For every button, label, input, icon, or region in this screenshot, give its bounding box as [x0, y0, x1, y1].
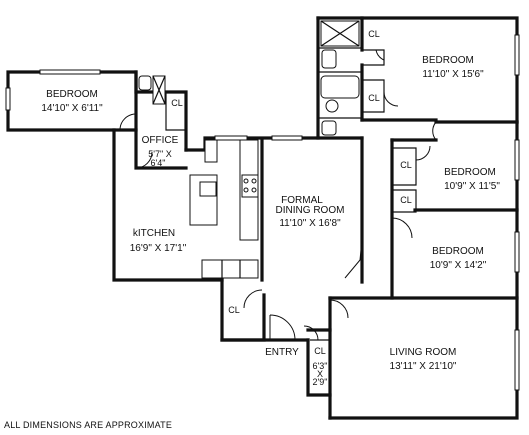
closet-label: CL: [228, 305, 240, 315]
room-name: ENTRY: [265, 347, 299, 358]
room-size: 11'10" X 16'8": [279, 218, 341, 229]
partitions: [135, 47, 417, 341]
room-size: 5'7" X: [148, 149, 171, 159]
room-size: X: [317, 369, 323, 379]
walls: [6, 16, 519, 420]
room-size: 13'11" X 21'10": [390, 361, 457, 372]
room-name: BEDROOM: [46, 89, 98, 100]
room-name: kITCHEN: [133, 228, 175, 239]
closet-label: CL: [368, 29, 380, 39]
room-size: 6'3": [313, 361, 328, 371]
closet-label: CL: [400, 195, 412, 205]
room-size: 16'9" X 17'1": [130, 243, 187, 254]
room-size: 14'10" X 6'11": [41, 103, 103, 114]
room-name: FORMAL: [281, 195, 323, 206]
room-name: LIVING ROOM: [390, 347, 457, 358]
windows: [5, 34, 520, 391]
room-size: 10'9" X 11'5": [444, 181, 500, 192]
room-name: OFFICE: [142, 135, 179, 146]
room-name: BEDROOM: [444, 167, 496, 178]
closet-label: CL: [400, 160, 412, 170]
room-size: 10'9" X 14'2": [430, 260, 487, 271]
footer-note: ALL DIMENSIONS ARE APPROXIMATE: [4, 420, 173, 430]
room-size: 2'9": [313, 377, 328, 387]
room-name: BEDROOM: [432, 246, 484, 257]
room-name: DINING ROOM: [276, 205, 345, 216]
room-size: 11'10" X 15'6": [422, 69, 484, 80]
fixtures: [138, 20, 360, 279]
room-name: BEDROOM: [422, 55, 474, 66]
closet-label: CL: [171, 98, 183, 108]
room-labels: BEDROOM 14'10" X 6'11" OFFICE 5'7" X 6'4…: [41, 29, 500, 387]
doors: [119, 49, 437, 341]
closet-label: CL: [368, 93, 380, 103]
room-size: 6'4": [151, 158, 166, 168]
closet-label: CL: [314, 346, 326, 356]
